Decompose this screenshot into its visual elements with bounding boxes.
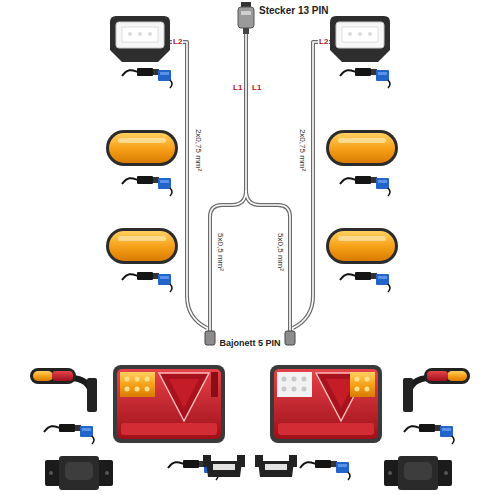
wiring-illustration — [384, 456, 452, 490]
plug-13-pin — [241, 11, 251, 15]
rear-lamp — [355, 377, 360, 382]
connector-label: Bajonett 5 PIN — [218, 339, 281, 348]
rear-lamp — [125, 377, 130, 382]
wiring-illustration — [110, 16, 170, 62]
wiring-illustration — [403, 368, 470, 412]
rear-lamp — [113, 365, 225, 443]
cables — [210, 190, 246, 333]
wiring-illustration — [106, 130, 178, 166]
bayonet-connector — [285, 331, 295, 345]
wiring-illustration — [122, 68, 172, 88]
rear-lamp — [277, 372, 312, 397]
cables — [210, 190, 246, 333]
rear-lamp — [113, 365, 225, 443]
rear-lamp — [125, 387, 130, 392]
wiring-illustration — [330, 16, 390, 62]
wiring-illustration — [30, 368, 97, 412]
rear-lamp — [292, 377, 297, 382]
bayonet-connector — [205, 331, 215, 345]
wiring-illustration — [340, 176, 390, 196]
rear-lamp — [365, 377, 370, 382]
wire-label: L2 — [172, 38, 183, 46]
cables — [170, 42, 207, 328]
wiring-illustration — [122, 272, 172, 292]
cable-dimension: 5x0,5 mm² — [216, 232, 224, 272]
cables — [170, 32, 330, 333]
cables — [245, 32, 247, 190]
cables — [246, 190, 290, 333]
plug-13-pin — [238, 7, 254, 28]
wiring-illustration — [404, 424, 454, 444]
rear-lamp — [274, 369, 378, 439]
wiring-illustration — [340, 272, 390, 292]
cable-dimension: 2x0,75 mm² — [194, 128, 202, 172]
rear-lamp — [282, 377, 287, 382]
plug-13-pin — [238, 2, 254, 34]
cables — [246, 190, 290, 333]
cables — [293, 42, 330, 328]
cables — [244, 32, 248, 190]
plug-13-pin — [243, 28, 249, 34]
cables — [170, 32, 330, 333]
rear-lamp — [278, 423, 374, 435]
wiring-illustration — [326, 130, 398, 166]
cables — [170, 32, 330, 333]
rear-lamp — [302, 377, 307, 382]
rear-lamp — [211, 372, 218, 397]
rear-lamp — [135, 377, 140, 382]
wiring-illustration — [122, 176, 172, 196]
rear-lamp — [121, 423, 217, 435]
wiring-illustration — [255, 455, 297, 477]
cables — [293, 42, 330, 328]
rear-lamp — [302, 387, 307, 392]
rear-lamp — [292, 387, 297, 392]
rear-lamp — [282, 387, 287, 392]
rear-lamp — [120, 372, 155, 397]
rear-lamp — [159, 373, 209, 421]
rear-lamp — [365, 387, 370, 392]
cable-dimension: 2x0,75 mm² — [298, 128, 306, 172]
wiring-illustration — [326, 228, 398, 264]
wire-label: L2 — [318, 38, 329, 46]
rear-lamp — [270, 365, 382, 443]
wiring-illustration — [45, 456, 113, 490]
rear-lamp — [125, 377, 150, 392]
rear-lamp — [270, 365, 382, 443]
wiring-illustration — [106, 228, 178, 264]
cable-dimension: 5x0,5 mm² — [276, 232, 284, 272]
wiring-illustration — [340, 68, 390, 88]
wire-label: L1 — [232, 84, 243, 92]
rear-lamp — [355, 377, 370, 392]
wire-label: L1 — [251, 84, 262, 92]
rear-lamp — [355, 387, 360, 392]
plug-label: Stecker 13 PIN — [258, 6, 330, 17]
rear-lamp — [117, 369, 221, 439]
rear-lamp — [169, 379, 199, 408]
rear-lamp — [135, 387, 140, 392]
rear-lamp — [145, 387, 150, 392]
rear-lamp — [145, 377, 150, 382]
cables — [170, 42, 207, 328]
rear-lamp — [350, 372, 375, 397]
wiring-illustration — [300, 460, 350, 480]
wiring-illustration — [203, 455, 245, 477]
wiring-illustration — [44, 424, 94, 444]
rear-lamp — [282, 377, 307, 392]
